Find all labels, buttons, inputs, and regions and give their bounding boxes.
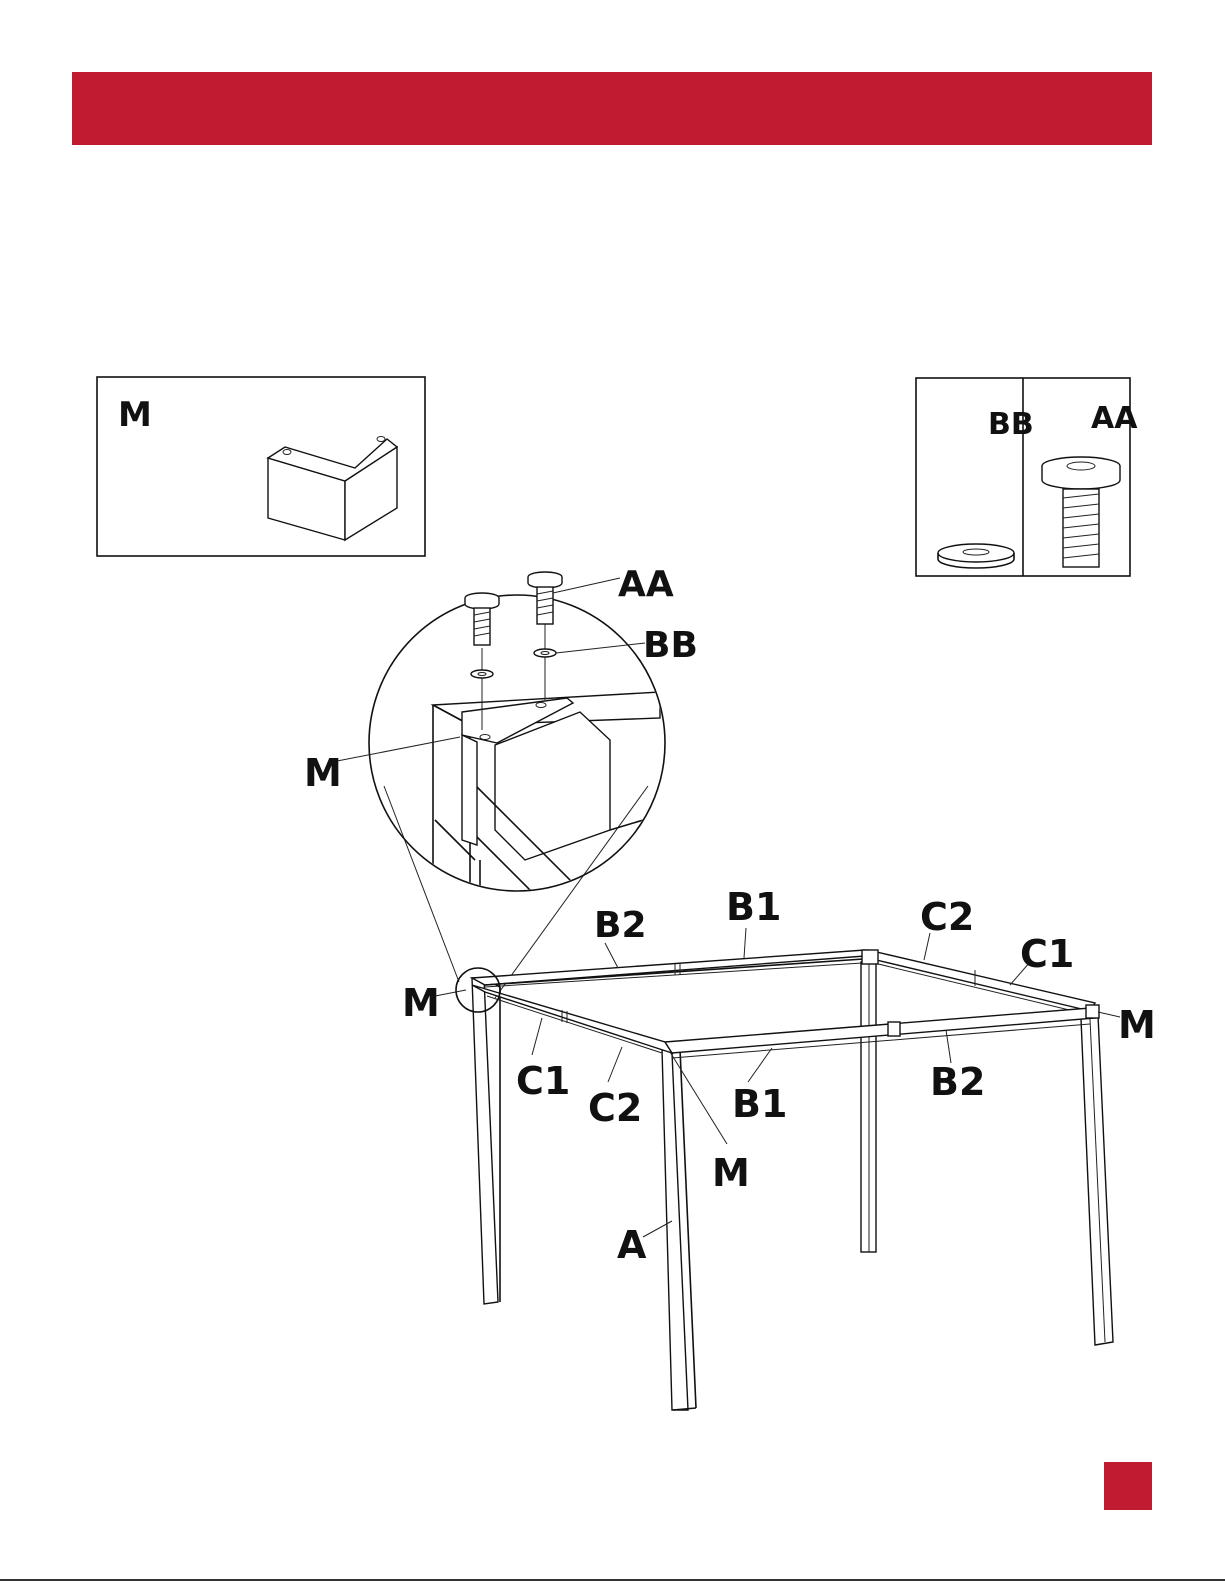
detail-screw-right-icon <box>528 572 562 624</box>
label-m-left: M <box>402 981 440 1025</box>
leg-back-left <box>472 978 500 1304</box>
label-b1-front: B1 <box>732 1082 787 1126</box>
inset-part-m: M <box>97 377 425 556</box>
label-m-right: M <box>1118 1003 1156 1047</box>
bottom-rule <box>0 1579 1225 1581</box>
label-b2-back: B2 <box>594 905 647 946</box>
label-b1-back: B1 <box>726 885 781 929</box>
leg-back-right <box>861 962 876 1252</box>
inset-washer-label: BB <box>988 407 1034 442</box>
detail-washer-left-icon <box>471 670 493 678</box>
detail-washer-right-icon <box>534 649 556 657</box>
leg-front <box>662 1049 696 1410</box>
table-frame <box>456 950 1113 1410</box>
label-leg-a: A <box>617 1223 647 1267</box>
washer-icon <box>938 544 1014 568</box>
detail-bracket-label: M <box>304 751 342 795</box>
frame-callouts: B2 B1 C2 C1 M C1 C2 B1 B2 M M A <box>402 885 1156 1267</box>
inset-m-label: M <box>118 395 152 435</box>
detail-screw-label: AA <box>618 564 674 605</box>
inset-screw-label: AA <box>1091 401 1138 436</box>
leg-right <box>1081 1015 1113 1345</box>
label-c1-right: C1 <box>1020 932 1074 976</box>
label-m-front: M <box>712 1151 750 1195</box>
detail-washer-label: BB <box>643 625 698 666</box>
page-tab <box>1104 1462 1152 1510</box>
inset-hardware: BB AA <box>916 378 1138 576</box>
corner-bracket-icon <box>268 437 397 541</box>
label-c2-left: C2 <box>588 1086 642 1130</box>
label-b2-front: B2 <box>930 1060 985 1104</box>
label-c1-left: C1 <box>516 1059 570 1103</box>
label-c2-right: C2 <box>920 895 974 939</box>
detail-screw-left-icon <box>465 593 499 645</box>
screw-icon <box>1042 457 1120 567</box>
